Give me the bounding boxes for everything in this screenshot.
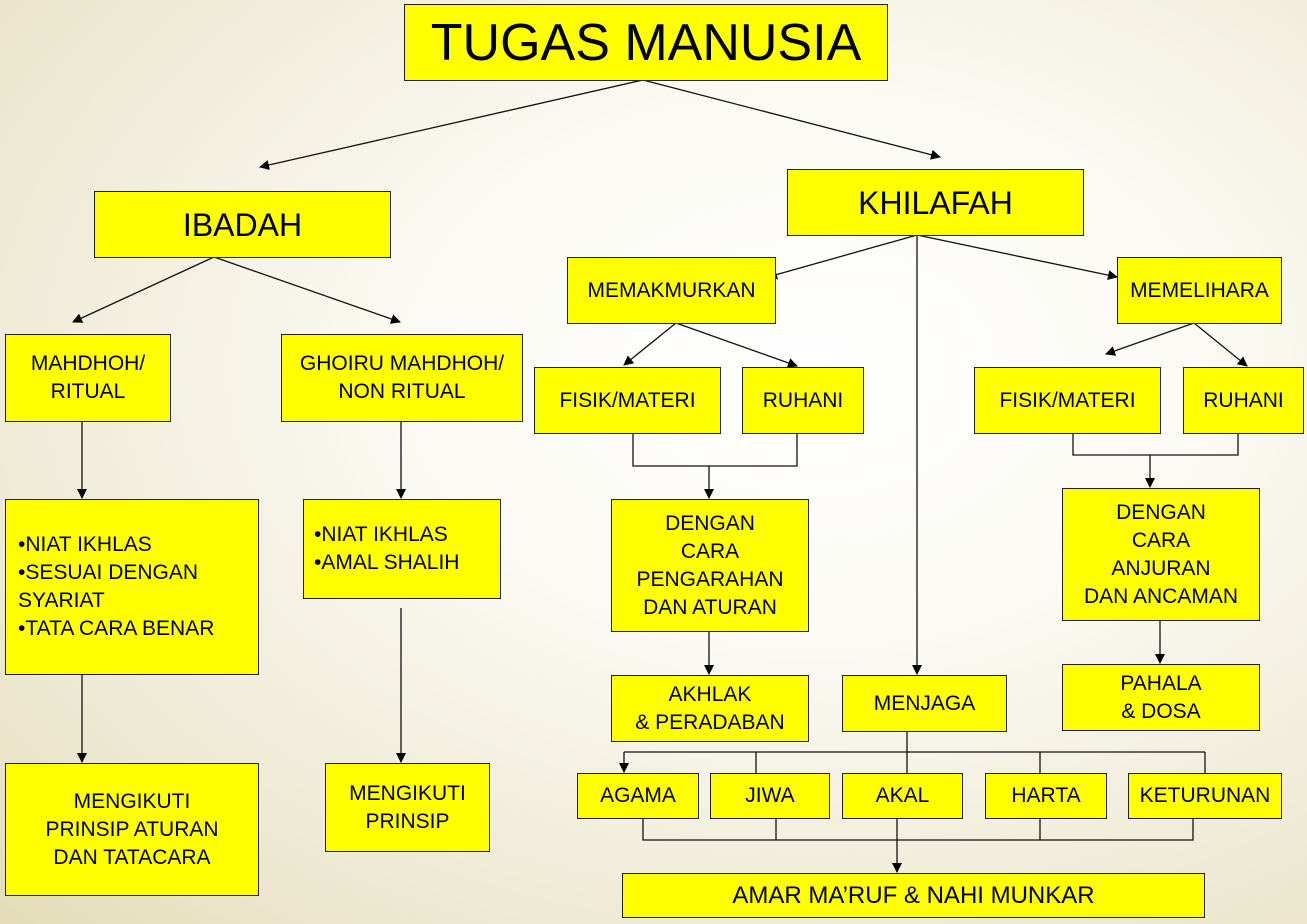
memakmurkan-method-box: DENGAN CARA PENGARAHAN DAN ATURAN <box>611 499 809 632</box>
menjaga-box: MENJAGA <box>842 675 1007 732</box>
ghoiru-criteria-box: •NIAT IKHLAS •AMAL SHALIH <box>303 499 501 599</box>
memelihara-fisik-box: FISIK/MATERI <box>974 367 1161 434</box>
ghoiru-result-box: MENGIKUTI PRINSIP <box>325 763 490 852</box>
agama-box: AGAMA <box>577 773 699 819</box>
memakmurkan-ruhani-box: RUHANI <box>742 367 864 434</box>
mahdhoh-result-box: MENGIKUTI PRINSIP ATURAN DAN TATACARA <box>5 763 259 896</box>
memelihara-method-box: DENGAN CARA ANJURAN DAN ANCAMAN <box>1062 488 1260 621</box>
ibadah-box: IBADAH <box>94 191 391 258</box>
memakmurkan-box: MEMAKMURKAN <box>567 257 776 324</box>
memelihara-box: MEMELIHARA <box>1117 257 1282 324</box>
ghoiru-mahdhoh-box: GHOIRU MAHDHOH/ NON RITUAL <box>281 334 523 422</box>
harta-box: HARTA <box>985 773 1107 819</box>
memakmurkan-fisik-box: FISIK/MATERI <box>534 367 721 434</box>
keturunan-box: KETURUNAN <box>1128 773 1282 819</box>
akhlak-box: AKHLAK & PERADABAN <box>611 675 809 742</box>
khilafah-box: KHILAFAH <box>787 169 1084 236</box>
akal-box: AKAL <box>842 773 963 819</box>
jiwa-box: JIWA <box>710 773 830 819</box>
title-box: TUGAS MANUSIA <box>404 4 888 81</box>
mahdhoh-criteria-box: •NIAT IKHLAS •SESUAI DENGAN SYARIAT •TAT… <box>5 499 259 675</box>
pahala-box: PAHALA & DOSA <box>1062 664 1260 731</box>
memelihara-ruhani-box: RUHANI <box>1183 367 1304 434</box>
amar-maruf-box: AMAR MA’RUF & NAHI MUNKAR <box>622 873 1205 918</box>
mahdhoh-box: MAHDHOH/ RITUAL <box>5 334 171 422</box>
